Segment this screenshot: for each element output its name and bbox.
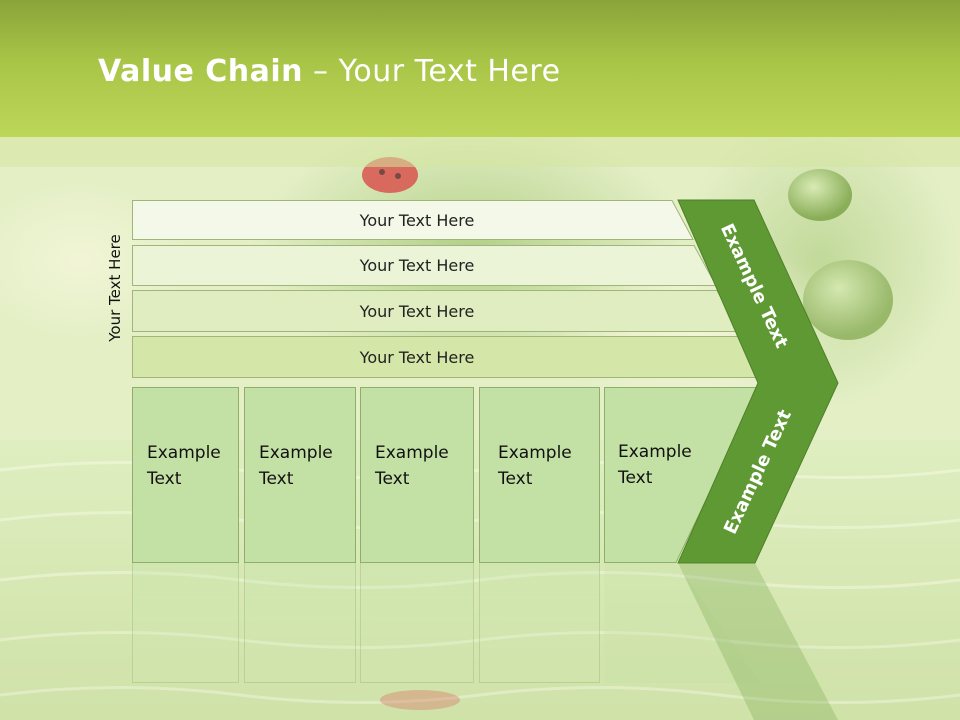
box-line2: Text — [147, 469, 182, 489]
reflection-chevron — [604, 563, 838, 720]
support-row-label: Your Text Here — [359, 301, 475, 321]
slide-title-bold: Value Chain — [98, 54, 304, 89]
support-row-1: Your Text Here — [132, 200, 694, 240]
title-band-shadow — [0, 137, 960, 167]
reflection-box — [132, 563, 239, 683]
box-line2: Text — [259, 469, 294, 489]
support-row-4: Your Text Here — [132, 336, 764, 378]
slide-title-rest: – Your Text Here — [303, 54, 561, 89]
reflection-box — [244, 563, 356, 683]
reflection — [0, 563, 960, 720]
slide-title: Value Chain – Your Text Here — [98, 54, 561, 89]
box-line1: Example — [618, 442, 692, 462]
support-row-label: Your Text Here — [359, 256, 475, 275]
box-line2: Text — [498, 469, 533, 489]
box-line1: Example — [375, 443, 449, 463]
side-label-text: Your Text Here — [106, 234, 124, 342]
box-line2: Text — [618, 468, 653, 488]
support-row-label: Your Text Here — [359, 347, 475, 367]
support-row-2: Your Text Here — [132, 245, 717, 286]
box-line1: Example — [259, 443, 333, 463]
support-row-label: Your Text Here — [359, 210, 475, 230]
title-band — [0, 0, 960, 137]
reflection-box — [479, 563, 600, 683]
box-line2: Text — [375, 469, 410, 489]
reflection-box — [360, 563, 474, 683]
box-line1: Example — [498, 443, 572, 463]
box-line1: Example — [147, 443, 221, 463]
support-row-3: Your Text Here — [132, 290, 740, 332]
